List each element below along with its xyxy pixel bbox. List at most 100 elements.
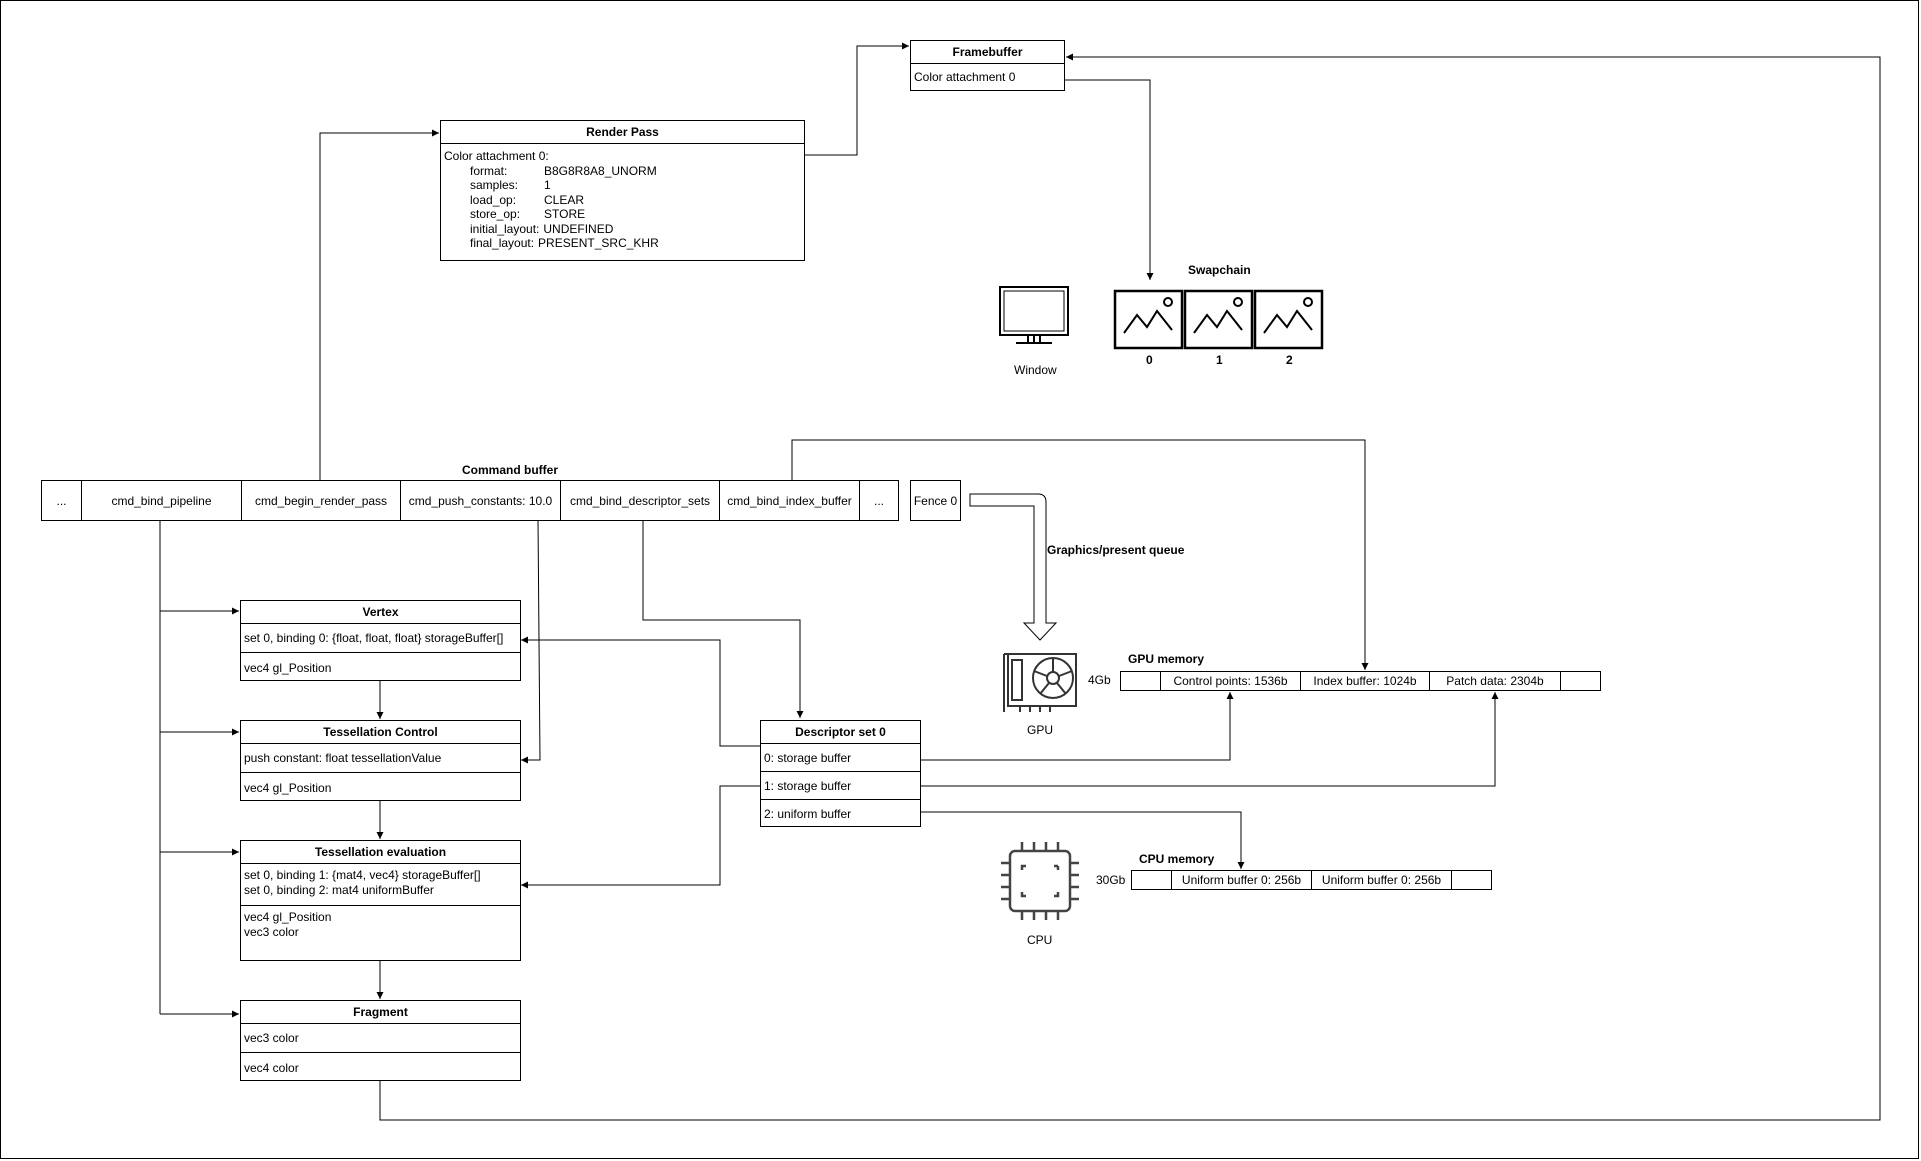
render-pass-field-key: load_op:: [470, 192, 517, 207]
fragment-shader-output: vec4 color: [244, 1060, 299, 1075]
command-cell-3: cmd_push_constants: 10.0: [401, 481, 561, 520]
render-pass-field-2: load_op: CLEAR: [444, 193, 801, 208]
gpu-icon: [1003, 653, 1077, 712]
swapchain-image-label-2: 2: [1286, 353, 1293, 367]
cpu-memory-title: CPU memory: [1139, 852, 1215, 866]
swapchain-title: Swapchain: [1188, 263, 1251, 277]
render-pass-field-value: PRESENT_SRC_KHR: [538, 236, 659, 250]
gpu-memory-cell-0: [1121, 672, 1161, 690]
command-buffer-strip: ... cmd_bind_pipeline cmd_begin_render_p…: [41, 480, 899, 521]
swapchain-image-label-0: 0: [1146, 353, 1153, 367]
render-pass-field-1: samples: 1: [444, 178, 801, 193]
arrow-descriptor-to-tess-eval: [521, 785, 760, 889]
arrow-binding0-to-control-points: [920, 692, 1234, 761]
render-pass-field-value: STORE: [544, 207, 586, 221]
tess-eval-shader-output-1: vec3 color: [244, 924, 299, 939]
arrow-binding2-to-uniform-buffer: [920, 811, 1245, 869]
render-pass-field-4: initial_layout:UNDEFINED: [444, 222, 801, 237]
render-pass-field-3: store_op: STORE: [444, 207, 801, 222]
tess-eval-shader-output-0: vec4 gl_Position: [244, 910, 332, 924]
tess-control-shader-input: push constant: float tessellationValue: [241, 744, 520, 773]
gpu-memory-size: 4Gb: [1088, 673, 1111, 687]
vertex-shader-output: vec4 gl_Position: [244, 660, 332, 675]
tess-control-shader-title: Tessellation Control: [241, 721, 520, 744]
gpu-memory-title: GPU memory: [1128, 652, 1205, 666]
vertex-shader-input: set 0, binding 0: {float, float, float} …: [241, 624, 520, 653]
swapchain-image-icon-0: [1113, 289, 1184, 350]
arrow-push-constants-to-tess-control: [521, 520, 541, 764]
gpu-label: GPU: [1027, 723, 1054, 737]
command-cell-1: cmd_bind_pipeline: [82, 481, 242, 520]
tess-control-shader-output: vec4 gl_Position: [244, 780, 332, 795]
gpu-memory-cell-patch-data: Patch data: 2304b: [1430, 672, 1561, 690]
render-pass-node: Render Pass Color attachment 0: format: B…: [440, 120, 805, 261]
render-pass-field-key: store_op:: [470, 207, 521, 221]
cpu-memory-size: 30Gb: [1096, 873, 1126, 887]
descriptor-binding-2: 2: uniform buffer: [764, 806, 852, 821]
framebuffer-attachment: Color attachment 0: [914, 70, 1016, 84]
fragment-shader-input: vec3 color: [241, 1024, 520, 1053]
gpu-memory-strip: Control points: 1536b Index buffer: 1024…: [1120, 671, 1601, 691]
tess-eval-shader-title: Tessellation evaluation: [241, 841, 520, 864]
command-buffer-title: Command buffer: [462, 463, 558, 477]
cpu-memory-strip: Uniform buffer 0: 256b Uniform buffer 0:…: [1131, 870, 1492, 890]
arrow-bind-descriptor-sets-to-descriptor-set: [642, 521, 804, 718]
vertex-shader-node: Vertex set 0, binding 0: {float, float, …: [240, 600, 521, 681]
arrow-binding1-to-patch-data: [920, 692, 1499, 787]
fence-node: Fence 0: [910, 480, 961, 521]
descriptor-binding-1: 1: storage buffer: [761, 772, 920, 800]
tess-eval-shader-input-0: set 0, binding 1: {mat4, vec4} storageBu…: [244, 868, 481, 882]
arrow-descriptor-to-vertex: [521, 636, 760, 747]
gpu-memory-cell-index-buffer: Index buffer: 1024b: [1301, 672, 1430, 690]
window-label: Window: [1014, 363, 1057, 377]
tess-eval-shader-input-1: set 0, binding 2: mat4 uniformBuffer: [244, 882, 434, 897]
command-cell-5: cmd_bind_index_buffer: [720, 481, 860, 520]
tess-eval-shader-node: Tessellation evaluation set 0, binding 1…: [240, 840, 521, 961]
gpu-memory-cell-4: [1561, 672, 1600, 690]
arrow-render-pass-to-framebuffer: [805, 42, 909, 156]
render-pass-fields: format: B8G8R8A8_UNORM samples: 1 load_op: CL…: [444, 164, 801, 251]
arrow-framebuffer-to-swapchain: [1064, 79, 1154, 280]
command-cell-6: ...: [873, 493, 884, 508]
render-pass-field-value: UNDEFINED: [543, 221, 614, 236]
fence-label: Fence 0: [913, 493, 958, 508]
render-pass-field-5: final_layout:PRESENT_SRC_KHR: [444, 236, 801, 251]
render-pass-field-value: CLEAR: [544, 192, 585, 207]
render-pass-field-value: 1: [544, 178, 551, 192]
arrow-index-buffer-to-gpu-memory: [791, 439, 1369, 670]
cpu-icon: [1001, 842, 1079, 920]
render-pass-field-key: final_layout:: [470, 236, 535, 250]
render-pass-title: Render Pass: [441, 121, 804, 144]
render-pass-attachment-header: Color attachment 0:: [444, 149, 549, 163]
command-cell-2: cmd_begin_render_pass: [242, 481, 401, 520]
render-pass-field-key: initial_layout:: [470, 221, 540, 236]
render-pass-field-key: samples:: [470, 178, 519, 192]
fragment-shader-title: Fragment: [241, 1001, 520, 1024]
queue-label: Graphics/present queue: [1047, 543, 1185, 557]
vertex-shader-title: Vertex: [241, 601, 520, 624]
render-pass-field-value: B8G8R8A8_UNORM: [544, 163, 657, 178]
arrow-begin-render-pass-to-render-pass: [319, 129, 439, 480]
command-cell-4: cmd_bind_descriptor_sets: [561, 481, 720, 520]
command-cell-0: ...: [42, 481, 82, 520]
descriptor-binding-0: 0: storage buffer: [761, 744, 920, 772]
cpu-memory-cell-uniform-1: Uniform buffer 0: 256b: [1312, 871, 1452, 889]
framebuffer-title: Framebuffer: [911, 41, 1064, 64]
gpu-memory-cell-control-points: Control points: 1536b: [1161, 672, 1301, 690]
swapchain-image-icon-2: [1253, 289, 1324, 350]
render-pass-field-0: format: B8G8R8A8_UNORM: [444, 164, 801, 179]
descriptor-set-title: Descriptor set 0: [761, 721, 920, 744]
queue-arrow: [969, 493, 1058, 641]
descriptor-set-node: Descriptor set 0 0: storage buffer 1: st…: [760, 720, 921, 827]
fragment-shader-node: Fragment vec3 color vec4 color: [240, 1000, 521, 1081]
cpu-label: CPU: [1027, 933, 1053, 947]
render-pass-field-key: format:: [470, 163, 508, 178]
cpu-memory-cell-uniform-0: Uniform buffer 0: 256b: [1172, 871, 1312, 889]
swapchain-image-icon-1: [1183, 289, 1254, 350]
framebuffer-node: Framebuffer Color attachment 0: [910, 40, 1065, 91]
arrow-fragment-to-framebuffer: [379, 53, 1881, 1121]
tess-control-shader-node: Tessellation Control push constant: floa…: [240, 720, 521, 801]
